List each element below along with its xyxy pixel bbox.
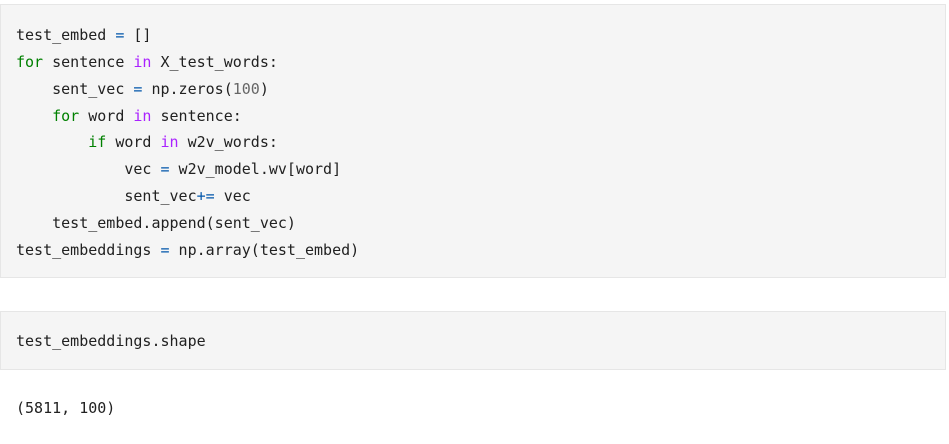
code-token: sentence	[43, 53, 134, 71]
code-token: sentence:	[151, 107, 242, 125]
code-token	[16, 133, 88, 151]
code-token: vec	[214, 187, 251, 205]
code-token: 100	[232, 80, 260, 98]
code-token: =	[115, 26, 125, 44]
code-line: for sentence in X_test_words:	[16, 52, 278, 72]
code-token: test_embeddings	[16, 241, 161, 259]
code-token: word	[106, 133, 161, 151]
code-token	[16, 107, 52, 125]
code-token: for	[52, 107, 80, 125]
code-token: in	[133, 107, 152, 125]
code-token: )	[259, 80, 269, 98]
code-token: in	[160, 133, 179, 151]
code-token: []	[124, 26, 152, 44]
code-token: sent_vec	[16, 80, 134, 98]
code-line: test_embed.append(sent_vec)	[16, 213, 296, 233]
code-token: =	[160, 241, 170, 259]
code-line: if word in w2v_words:	[16, 132, 278, 152]
code-token: =	[160, 160, 170, 178]
code-token: vec	[16, 160, 161, 178]
code-token: =	[133, 80, 143, 98]
cell-output: (5811, 100)	[16, 399, 116, 417]
code-token: word	[79, 107, 134, 125]
code-token: test_embeddings.shape	[16, 332, 206, 350]
code-token: if	[88, 133, 107, 151]
code-cell-embedding-loop[interactable]	[0, 4, 946, 278]
code-token: sent_vec	[16, 187, 197, 205]
code-token: in	[133, 53, 152, 71]
code-line: sent_vec = np.zeros(100)	[16, 79, 269, 99]
code-line: test_embeddings.shape	[16, 331, 206, 351]
code-line: vec = w2v_model.wv[word]	[16, 159, 341, 179]
code-token: np.zeros(	[142, 80, 233, 98]
code-token: +=	[196, 187, 215, 205]
code-line: test_embed = []	[16, 25, 151, 45]
code-token: for	[16, 53, 44, 71]
code-token: w2v_words:	[178, 133, 278, 151]
code-line: for word in sentence:	[16, 106, 242, 126]
code-token: test_embed	[16, 26, 116, 44]
code-cell-shape[interactable]	[0, 311, 946, 370]
code-token: w2v_model.wv[word]	[169, 160, 342, 178]
code-line: sent_vec+= vec	[16, 186, 251, 206]
code-token: np.array(test_embed)	[169, 241, 360, 259]
code-token: X_test_words:	[151, 53, 278, 71]
code-line: test_embeddings = np.array(test_embed)	[16, 240, 359, 260]
code-token: test_embed.append(sent_vec)	[16, 214, 296, 232]
